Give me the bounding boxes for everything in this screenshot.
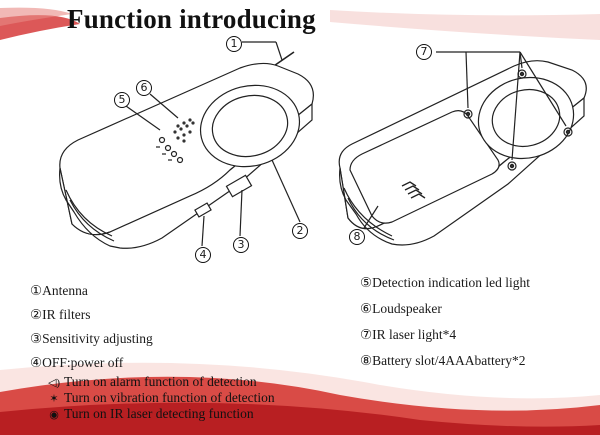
power-switch-drawing	[194, 202, 212, 218]
device-diagram	[59, 41, 587, 249]
legend-item-led-light: ⑤Detection indication led light	[360, 275, 530, 290]
legend-item-ir-filters: ②IR filters	[30, 307, 91, 322]
ir-filter-drawing	[211, 94, 289, 158]
mode-ir-laser: ◉Turn on IR laser detecting function	[44, 406, 253, 422]
callout-1: 1	[226, 36, 242, 52]
speaker-icon: ◁)	[47, 377, 61, 389]
mode-alarm: ◁)Turn on alarm function of detection	[44, 374, 257, 390]
callout-8: 8	[349, 229, 365, 245]
legend-item-battery-slot: ⑧Battery slot/4AAAbattery*2	[360, 353, 526, 368]
mode-vibration: ✶Turn on vibration function of detection	[44, 390, 274, 406]
ir-laser-lights-drawing	[463, 69, 573, 171]
legend-item-loudspeaker: ⑥Loudspeaker	[360, 301, 442, 316]
vibration-icon: ✶	[49, 393, 59, 405]
callout-5: 5	[114, 92, 130, 108]
callout-6: 6	[136, 80, 152, 96]
battery-cover-drawing	[349, 110, 500, 224]
callout-7: 7	[416, 44, 432, 60]
speaker-grille-drawing	[173, 118, 195, 143]
callout-4: 4	[195, 247, 211, 263]
callout-2: 2	[292, 223, 308, 239]
led-lights-drawing	[156, 136, 184, 164]
legend-item-antenna: ①Antenna	[30, 283, 88, 298]
page-title: Function introducing	[67, 4, 316, 34]
back-device-drawing	[338, 51, 587, 246]
eye-icon: ◉	[49, 409, 59, 421]
legend-item-ir-laser: ⑦IR laser light*4	[360, 327, 457, 342]
grip-ridges-drawing	[401, 181, 426, 199]
legend-item-power-off: ④OFF:power off	[30, 355, 124, 370]
front-device-drawing	[59, 41, 314, 249]
legend-item-sensitivity: ③Sensitivity adjusting	[30, 331, 153, 346]
callout-3: 3	[233, 237, 249, 253]
